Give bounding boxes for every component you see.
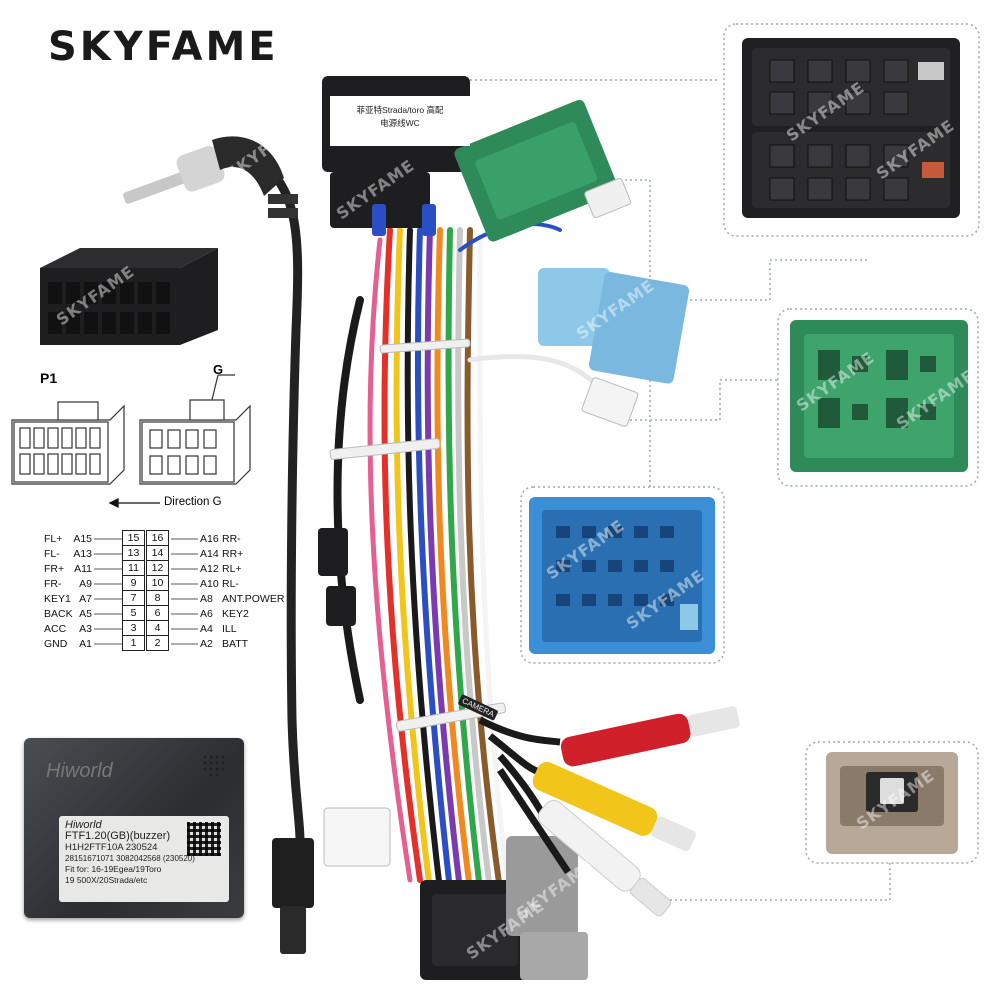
pin-left-number: 1 — [122, 635, 145, 651]
pin-left-code: A5 — [79, 608, 92, 620]
speaker-grille-icon — [203, 755, 225, 777]
pin-right-number: 6 — [146, 605, 169, 621]
pin-right-label: RR- — [222, 533, 241, 545]
pin-left-number: 13 — [122, 545, 145, 561]
sticker-line3: 28151671071 3082042568 (230520) — [65, 854, 195, 863]
rca-cables — [478, 706, 740, 917]
pin-right-code: A4 — [200, 623, 213, 635]
pin-right-number: 8 — [146, 590, 169, 606]
pin-right-label: ANT.POWER — [222, 593, 285, 605]
qr-code-icon — [187, 822, 221, 856]
pin-right-code: A6 — [200, 608, 213, 620]
pin-left-code: A7 — [79, 593, 92, 605]
module-brand: Hiworld — [46, 760, 113, 782]
pin-left-label: BACK — [44, 608, 73, 620]
p1-connector-drawing — [11, 401, 125, 485]
g-connector-drawing — [139, 374, 251, 485]
pin-right-label: RL+ — [222, 563, 242, 575]
pin-right-label: BATT — [222, 638, 249, 650]
pin-right-label: ILL — [222, 623, 237, 635]
blue-connector-detail — [529, 497, 715, 654]
pin-right-code: A16 — [200, 533, 219, 545]
pin-left-code: A3 — [79, 623, 92, 635]
power-connector-label: 菲亚特Strada/toro 高配 电源线WC — [330, 96, 470, 146]
pin-right-label: RR+ — [222, 548, 244, 560]
pin-right-number: 2 — [146, 635, 169, 651]
pinout-leader-lines — [94, 538, 198, 645]
sticker-line2: H1H2FTF10A 230524 — [65, 842, 158, 853]
sticker-line4: Fit for: 16-19Egea/19Toro — [65, 864, 162, 874]
connector-label-line1: 菲亚特Strada/toro 高配 — [356, 105, 444, 115]
pin-right-number: 16 — [146, 530, 169, 546]
pin-left-code: A13 — [73, 548, 92, 560]
canbus-decoder-module: Hiworld Hiworld FTF1.20(GB)(buzzer) H1H2… — [24, 738, 244, 918]
black-iso-connector — [742, 38, 960, 218]
white-connector — [323, 807, 391, 867]
pin-left-number: 3 — [122, 620, 145, 636]
pin-right-code: A8 — [200, 593, 213, 605]
connector-label-line2: 电源线WC — [380, 118, 420, 128]
module-sticker: Hiworld FTF1.20(GB)(buzzer) H1H2FTF10A 2… — [59, 816, 229, 902]
pin-right-number: 12 — [146, 560, 169, 576]
sixteen-pin-connector — [40, 248, 218, 345]
pin-left-label: KEY1 — [44, 593, 71, 605]
pin-right-label: RL- — [222, 578, 239, 590]
pin-left-label: FL+ — [44, 533, 63, 545]
pin-left-label: FR+ — [44, 563, 65, 575]
harness-wires — [333, 222, 613, 893]
pin-left-label: FR- — [44, 578, 62, 590]
pin-right-code: A10 — [200, 578, 219, 590]
pin-left-code: A15 — [73, 533, 92, 545]
direction-arrow — [108, 497, 160, 509]
pin-left-number: 5 — [122, 605, 145, 621]
pin-left-code: A11 — [74, 563, 92, 575]
pin-left-label: FL- — [44, 548, 60, 560]
pin-left-label: GND — [44, 638, 68, 650]
direction-label-text: Direction G — [164, 496, 222, 508]
g-label: G — [213, 362, 224, 377]
pin-left-code: A1 — [79, 638, 92, 650]
pin-left-code: A9 — [79, 578, 92, 590]
green-connector-harness — [454, 99, 632, 242]
green-connector-detail — [790, 320, 968, 472]
pin-right-number: 4 — [146, 620, 169, 636]
sticker-model: FTF1.20(GB)(buzzer) — [65, 830, 171, 842]
pin-left-number: 7 — [122, 590, 145, 606]
pin-right-number: 14 — [146, 545, 169, 561]
brand-logo: SKYFAME — [48, 24, 279, 70]
antenna-cable — [123, 136, 314, 954]
pin-left-label: ACC — [44, 623, 67, 635]
pin-right-label: KEY2 — [222, 608, 249, 620]
pin-left-number: 11 — [122, 560, 145, 576]
sticker-brand: Hiworld — [65, 819, 102, 831]
p1-label: P1 — [40, 370, 58, 386]
pin-right-code: A14 — [200, 548, 219, 560]
pin-left-number: 9 — [122, 575, 145, 591]
main-harness-plug — [420, 880, 530, 980]
pin-right-code: A12 — [200, 563, 219, 575]
direction-label: Direction G — [164, 496, 222, 508]
pin-right-code: A2 — [200, 638, 213, 650]
pin-right-number: 10 — [146, 575, 169, 591]
sticker-line5: 19 500X/20Strada/etc — [65, 875, 148, 885]
pin-left-number: 15 — [122, 530, 145, 546]
side-plugs — [318, 528, 356, 626]
gray-connector-detail — [826, 752, 958, 854]
light-blue-connector-harness — [538, 268, 690, 427]
